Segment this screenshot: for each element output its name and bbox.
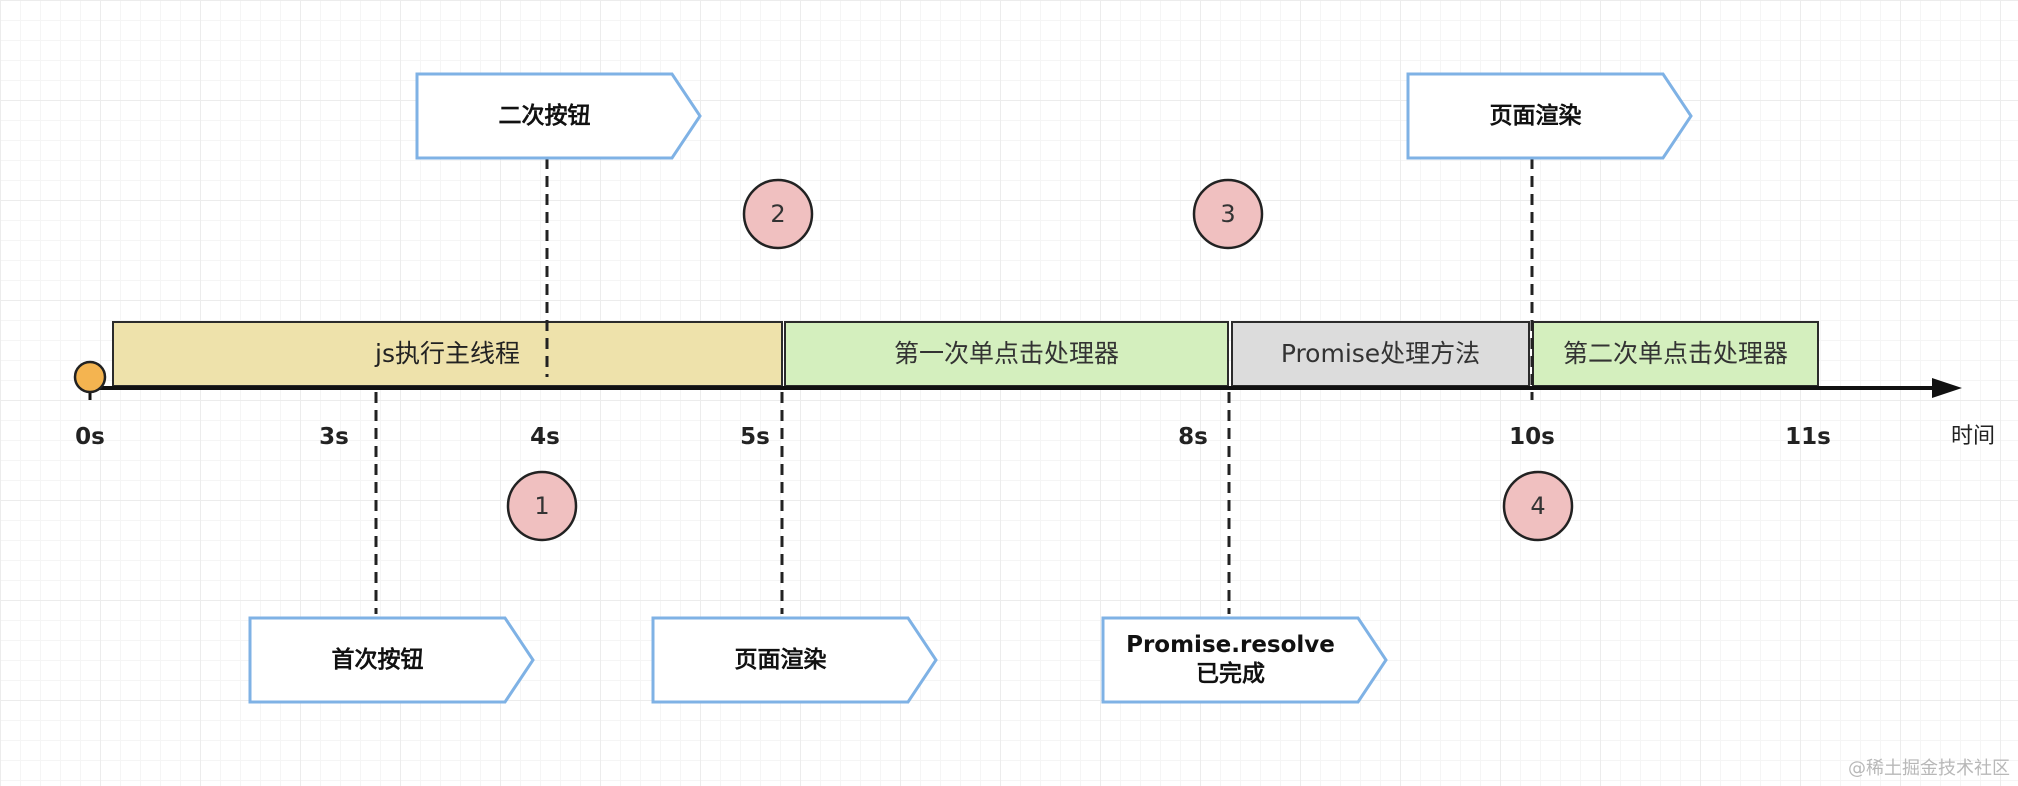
tick-label-4s: 4s — [530, 423, 560, 450]
flag-label-page-render-top: 页面渲染 — [1489, 102, 1582, 129]
badge-2-number: 2 — [770, 200, 786, 228]
time-axis-arrowhead — [1932, 378, 1962, 398]
badge-1-number: 1 — [534, 492, 550, 520]
flag-page-render-bottom — [651, 616, 938, 704]
segment-js-main-thread — [112, 321, 783, 387]
flag-second-button — [415, 72, 702, 160]
segment-first-click-handler — [784, 321, 1229, 387]
start-marker — [73, 360, 107, 394]
badge-4-circle — [1502, 470, 1574, 542]
flag-first-button — [248, 616, 535, 704]
segment-label-js-main-thread: js执行主线程 — [375, 339, 520, 369]
axis-title-time: 时间 — [1950, 424, 1995, 450]
tick-label-10s: 10s — [1509, 423, 1555, 450]
flag-promise-resolved — [1101, 616, 1388, 704]
flag-label-second-button: 二次按钮 — [498, 102, 591, 129]
segment-label-promise-handler: Promise处理方法 — [1280, 339, 1481, 369]
flag-label-first-button: 首次按钮 — [331, 646, 424, 673]
watermark: @稀土掘金技术社区 — [1848, 757, 2010, 779]
badge-1-circle — [506, 470, 578, 542]
badge-4-number: 4 — [1530, 492, 1546, 520]
segment-promise-handler — [1231, 321, 1530, 387]
tick-label-0s: 0s — [75, 423, 105, 450]
segment-label-first-click-handler: 第一次单点击处理器 — [893, 339, 1119, 369]
tick-label-3s: 3s — [319, 423, 349, 450]
segment-second-click-handler — [1532, 321, 1819, 387]
flag-label-promise-resolved: Promise.resolve 已完成 — [1126, 632, 1335, 687]
tick-label-5s: 5s — [740, 423, 770, 450]
tick-label-11s: 11s — [1785, 423, 1831, 450]
segment-label-second-click-handler: 第二次单点击处理器 — [1562, 339, 1788, 369]
flag-label-page-render-bottom: 页面渲染 — [734, 646, 827, 673]
badge-3-number: 3 — [1220, 200, 1236, 228]
badge-3-circle — [1192, 178, 1264, 250]
badge-2-circle — [742, 178, 814, 250]
flag-page-render-top — [1406, 72, 1693, 160]
tick-label-8s: 8s — [1178, 423, 1208, 450]
